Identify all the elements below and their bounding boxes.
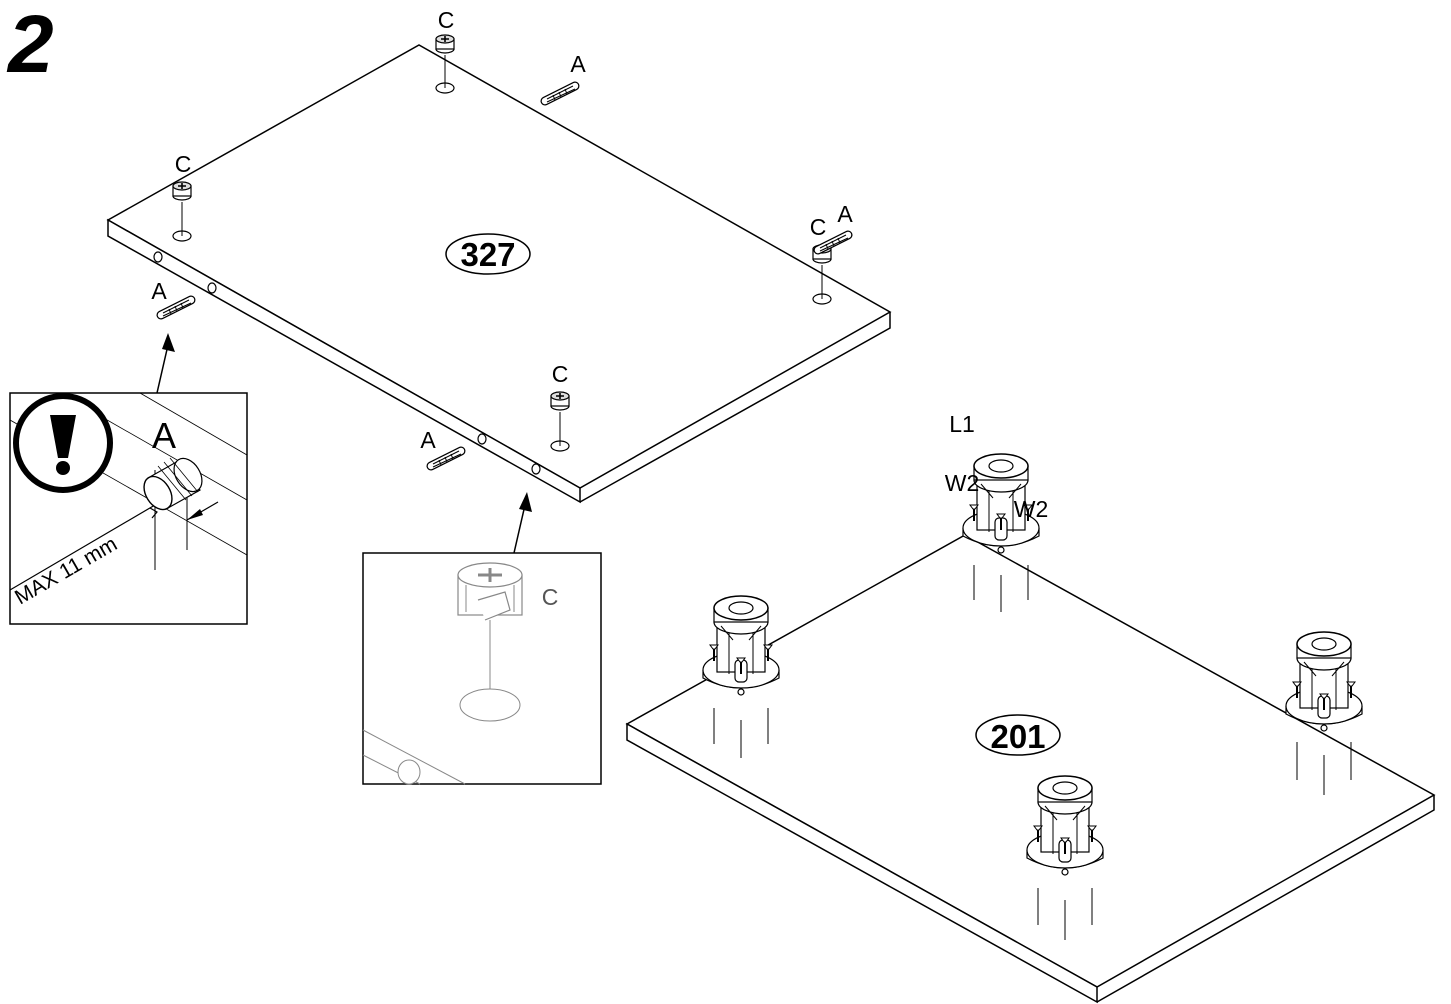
part-number-201: 201 (990, 718, 1045, 755)
cam-detail-box: C (362, 552, 602, 785)
label-c: C (438, 7, 455, 33)
leveling-foot-4 (1026, 775, 1104, 940)
label-a: A (837, 201, 853, 227)
label-l1: L1 (949, 411, 975, 437)
leveling-foot-3 (1285, 631, 1363, 795)
cam-lock-c-4: C (550, 361, 570, 446)
detail-label-a: A (152, 415, 176, 456)
top-panel-327: 327 (106, 44, 892, 504)
label-w2: W2 (945, 470, 980, 496)
label-c: C (175, 151, 192, 177)
detail-label-c: C (542, 584, 559, 610)
step-number: 2 (6, 0, 54, 90)
label-a: A (570, 51, 586, 77)
label-a: A (420, 427, 436, 453)
part-number-327: 327 (460, 236, 515, 273)
label-c: C (552, 361, 569, 387)
label-a: A (151, 278, 167, 304)
dowel-a-4: A (420, 427, 461, 467)
cam-lock-c-2: C (172, 151, 192, 236)
cam-lock-closeup-icon (457, 562, 523, 621)
part-number-badge-201 (975, 714, 1061, 756)
bottom-panel-201: 201 (625, 534, 1436, 1004)
label-c: C (810, 214, 827, 240)
dowel-detail-arrow (156, 333, 175, 394)
dowel-detail-box: A MAX 11 mm (9, 392, 248, 625)
part-number-badge-327 (445, 233, 531, 275)
cam-lock-c-3: C (810, 214, 832, 299)
label-w2: W2 (1014, 496, 1049, 522)
cam-detail-arrow (513, 492, 532, 554)
exclamation-warning-icon (13, 393, 113, 493)
dowel-a-3: A (818, 201, 853, 251)
dowel-a-1: A (545, 51, 586, 102)
dowel-a-2: A (151, 278, 191, 316)
dowel-closeup-icon (143, 457, 203, 511)
leveling-foot-2 (702, 595, 780, 758)
cam-lock-c-1: C (435, 7, 455, 88)
leveling-foot-1: L1 W2 W2 (945, 411, 1049, 612)
